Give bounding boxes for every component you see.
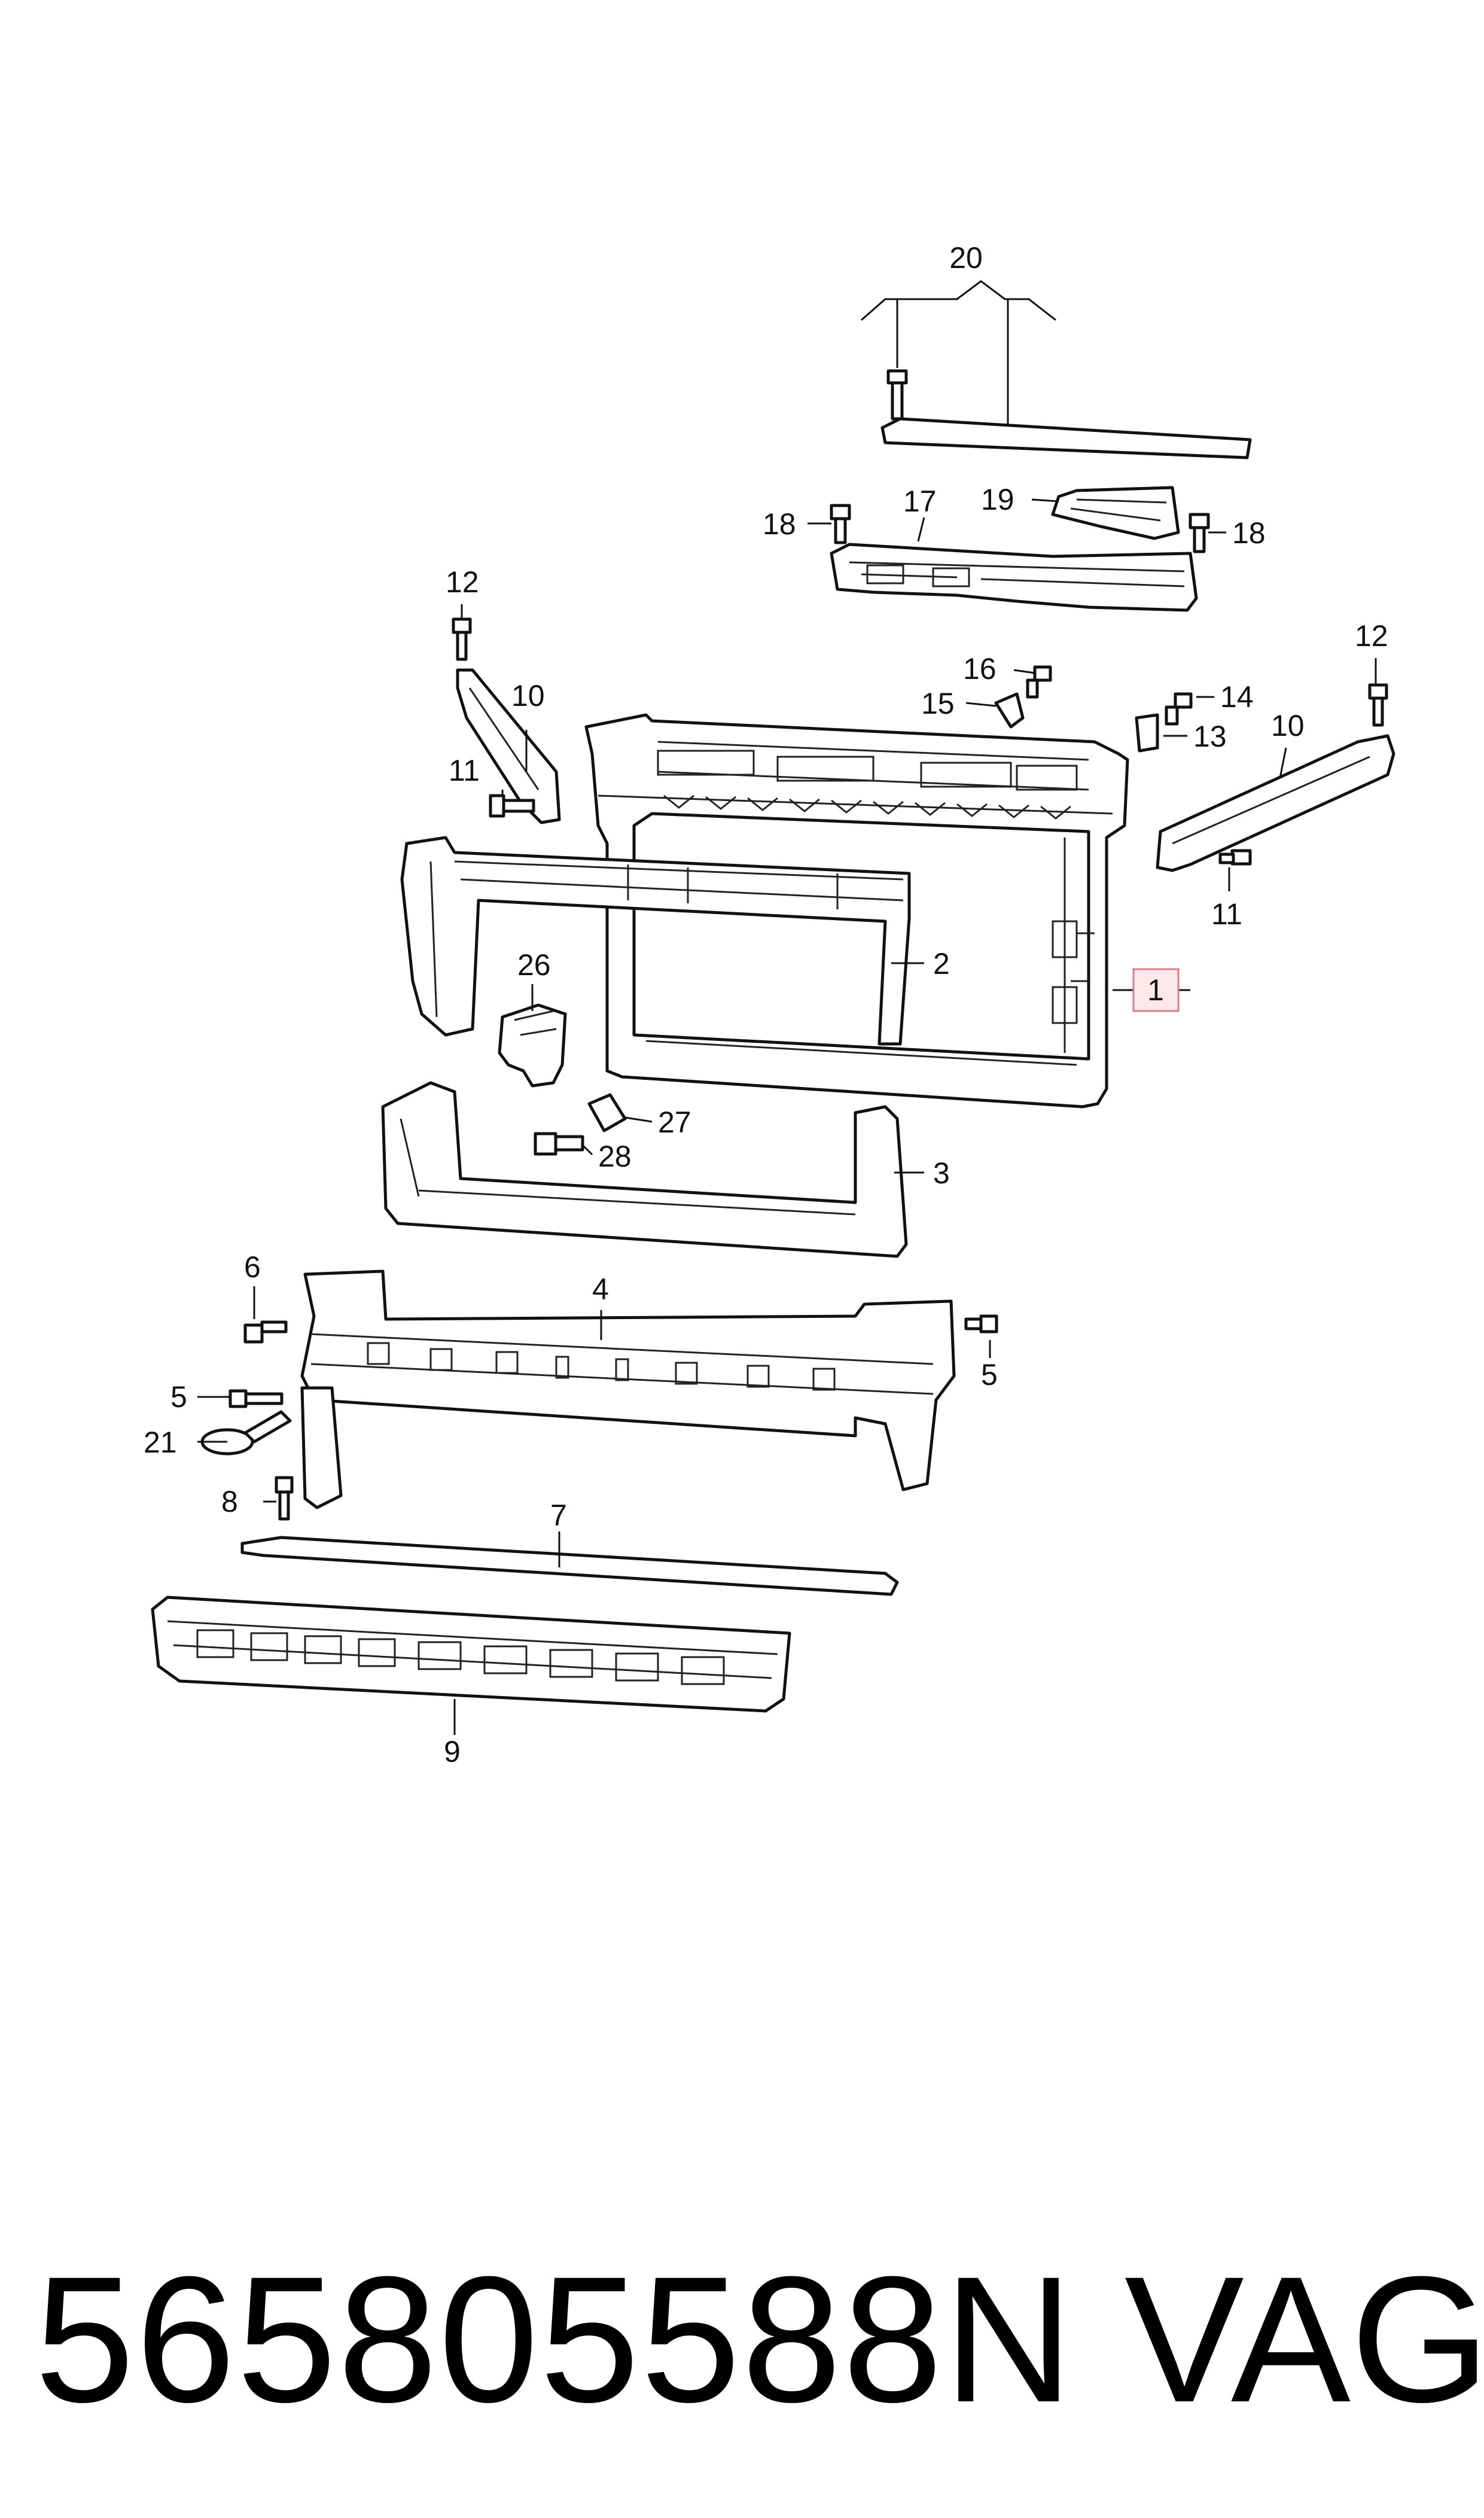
part-17-upper-bracket bbox=[830, 543, 1198, 612]
callout-15: 15 bbox=[921, 687, 955, 720]
callout-11-left: 11 bbox=[449, 754, 480, 787]
part-20-trim-strip bbox=[861, 280, 1252, 459]
svg-text:1: 1 bbox=[1147, 973, 1164, 1007]
part-4-bumper-beam bbox=[300, 1269, 956, 1509]
bolt-icon bbox=[228, 1389, 284, 1408]
part-7-strip bbox=[240, 1536, 899, 1596]
callout-11-right: 11 bbox=[1211, 897, 1242, 931]
callout-16: 16 bbox=[963, 652, 997, 686]
callout-6: 6 bbox=[244, 1250, 261, 1284]
callout-14: 14 bbox=[1220, 680, 1254, 714]
bolt-icon bbox=[964, 1314, 998, 1333]
part-10-right-bracket bbox=[1156, 683, 1395, 872]
bolt-icon bbox=[1368, 683, 1388, 727]
callout-5-right: 5 bbox=[981, 1358, 998, 1392]
callout-7: 7 bbox=[550, 1499, 567, 1532]
bolt-icon bbox=[1026, 665, 1052, 699]
callout-18-left: 18 bbox=[763, 507, 796, 541]
callout-12-left: 12 bbox=[446, 565, 479, 599]
callout-8: 8 bbox=[221, 1485, 238, 1518]
callout-21: 21 bbox=[144, 1426, 177, 1459]
part-21-towing-eye bbox=[200, 1410, 292, 1456]
part-3-lower-shroud bbox=[381, 1081, 908, 1258]
callout-3: 3 bbox=[933, 1156, 950, 1190]
callout-28: 28 bbox=[598, 1140, 632, 1173]
bolt-icon bbox=[1165, 692, 1193, 726]
part-13-clip bbox=[1135, 713, 1159, 753]
callout-18-right: 18 bbox=[1232, 516, 1266, 550]
callout-9: 9 bbox=[444, 1735, 461, 1768]
bolt-icon bbox=[830, 504, 851, 544]
callout-12-right: 12 bbox=[1355, 619, 1388, 653]
callout-26: 26 bbox=[517, 948, 551, 982]
bolt-icon bbox=[534, 1132, 584, 1156]
bolt-icon bbox=[489, 794, 535, 818]
part-9-absorber bbox=[151, 1596, 791, 1713]
leader-lines bbox=[197, 498, 1377, 1735]
bolt-icon bbox=[1189, 513, 1210, 553]
part-19-cover bbox=[1051, 486, 1180, 540]
callout-10-right: 10 bbox=[1271, 709, 1305, 742]
part-number-label: 565805588N bbox=[35, 2239, 1075, 2440]
callout-5-left: 5 bbox=[170, 1380, 187, 1414]
callout-20: 20 bbox=[949, 241, 983, 275]
part-27-nut bbox=[587, 1093, 627, 1132]
part-10-left-bracket bbox=[452, 617, 561, 824]
callout-19: 19 bbox=[981, 483, 1014, 516]
part-26-mount-bracket bbox=[498, 1003, 567, 1088]
callout-1: 1 bbox=[1132, 968, 1180, 1012]
callout-27: 27 bbox=[658, 1106, 691, 1139]
callout-4: 4 bbox=[592, 1272, 609, 1306]
callout-13: 13 bbox=[1193, 720, 1227, 753]
bolt-icon bbox=[275, 1476, 294, 1521]
callout-2: 2 bbox=[933, 947, 950, 981]
part-15-clip bbox=[994, 692, 1025, 729]
brand-label: VAG bbox=[1125, 2239, 1484, 2440]
bolt-icon bbox=[452, 617, 472, 661]
callout-10-left: 10 bbox=[511, 679, 545, 713]
bolt-icon bbox=[886, 369, 908, 421]
bolt-icon bbox=[1218, 849, 1252, 866]
callout-17: 17 bbox=[903, 485, 937, 518]
part-2-cross-member bbox=[400, 836, 911, 1046]
bolt-icon bbox=[243, 1320, 288, 1344]
